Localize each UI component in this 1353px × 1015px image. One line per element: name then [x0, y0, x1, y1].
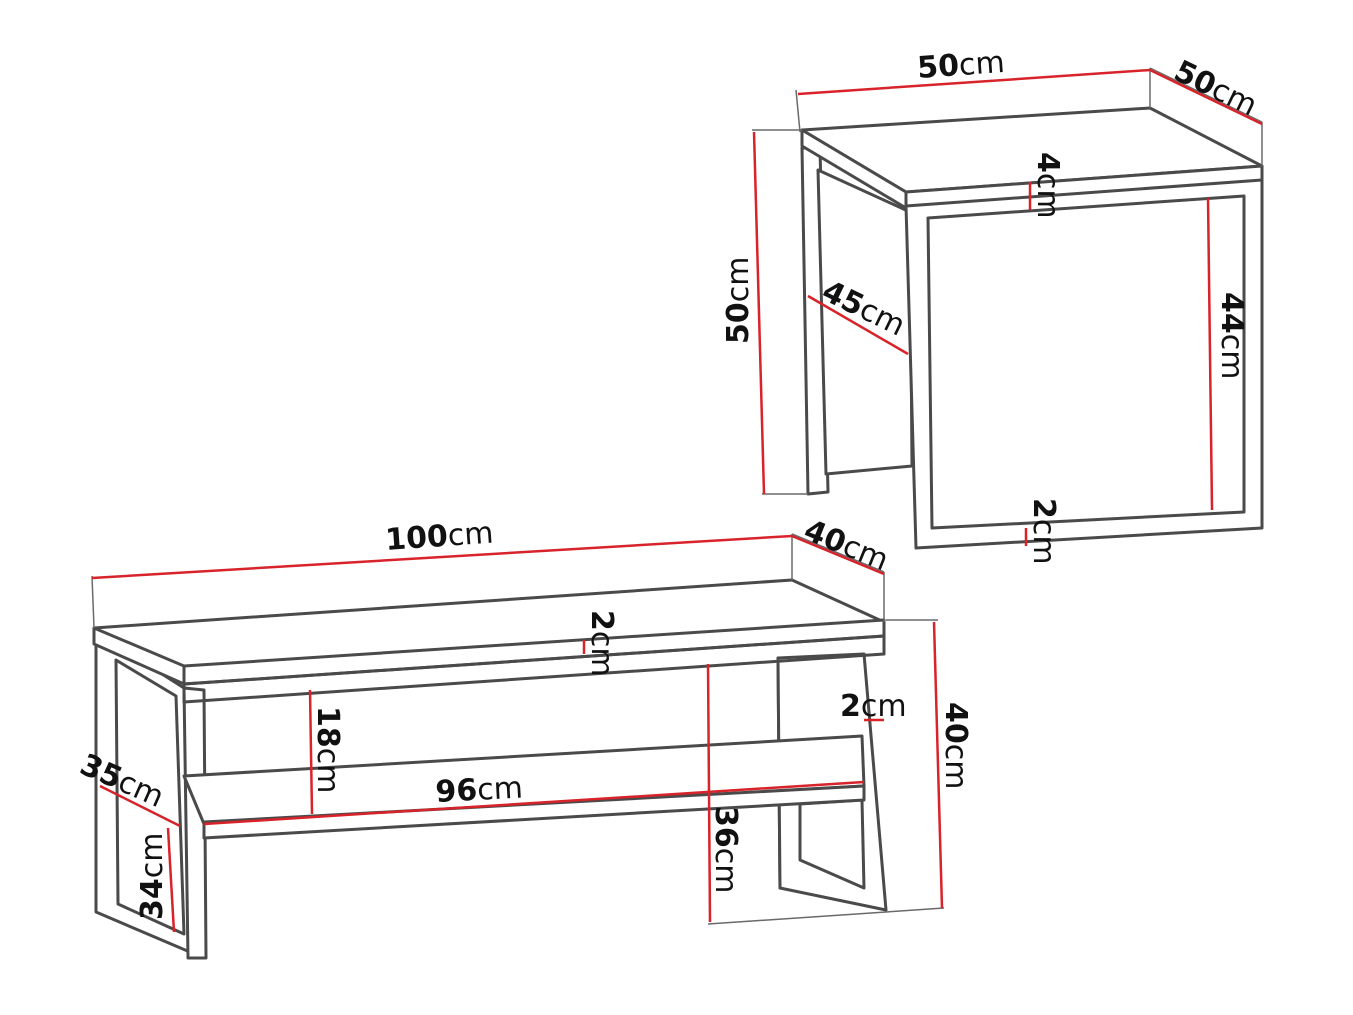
coffee-table-frame-thickness-label: 2cm — [840, 689, 907, 724]
coffee-table-leg-height-dim — [706, 663, 712, 923]
coffee-table-apron — [182, 634, 886, 704]
coffee-table-left-leg-inner — [114, 658, 186, 936]
coffee-table-height-label: 40cm — [938, 702, 973, 789]
coffee-table-leg-height-label: 36cm — [708, 806, 743, 893]
side-table-width-dim — [797, 68, 1151, 96]
coffee-table-width-dim — [91, 534, 793, 580]
side-table-height-label: 50cm — [721, 257, 756, 344]
coffee-table-left-leg-front — [182, 686, 208, 960]
side-table-frame-thickness-label: 2cm — [1026, 498, 1061, 565]
side-table-depth-dim — [1149, 68, 1263, 126]
side-table-leg-height-label: 44cm — [1214, 292, 1249, 379]
side-table-leg-height-dim — [1206, 197, 1214, 511]
coffee-table: 100cm 40cm 40cm 2cm 18cm 96cm 2cm 36cm 3… — [75, 513, 973, 960]
coffee-table-depth-dim — [791, 534, 885, 576]
side-table-depth-label: 50cm — [1168, 54, 1262, 124]
side-table-diagonal-dim — [807, 294, 909, 356]
coffee-table-top-thickness-label: 2cm — [584, 610, 619, 677]
coffee-table-shelf-side-height-dim — [166, 827, 176, 933]
coffee-table-shelf-depth-dim — [99, 784, 181, 828]
side-table: 50cm 50cm 50cm 4cm 45cm 44cm 2cm — [721, 45, 1264, 565]
coffee-table-height-dim — [932, 621, 944, 909]
side-table-top-thickness-label: 4cm — [1030, 152, 1065, 219]
coffee-table-depth-label: 40cm — [799, 513, 893, 578]
side-table-width-label: 50cm — [916, 45, 1006, 86]
coffee-table-width-label: 100cm — [384, 516, 495, 558]
side-table-left-leg-inner — [816, 168, 914, 476]
side-table-front-frame-inner — [926, 194, 1246, 530]
side-table-height-dim — [752, 131, 766, 495]
coffee-table-shelf-side-height-label: 34cm — [135, 833, 170, 920]
coffee-table-inner-width-dim — [203, 780, 865, 826]
coffee-table-shelf-gap-dim — [308, 689, 314, 815]
coffee-table-shelf-front — [202, 784, 866, 840]
coffee-table-inner-width-label: 96cm — [435, 770, 524, 810]
coffee-table-shelf-gap-label: 18cm — [310, 706, 345, 793]
